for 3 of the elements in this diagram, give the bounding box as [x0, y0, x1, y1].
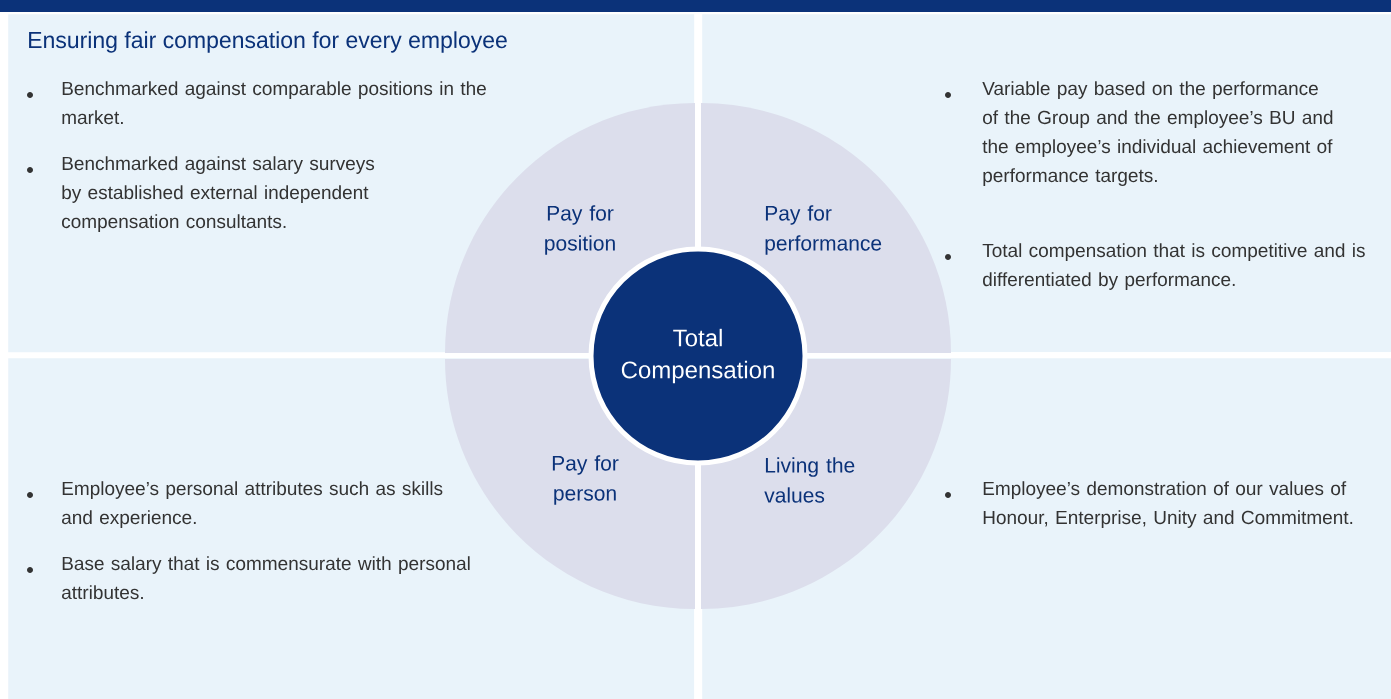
title: Ensuring fair compensation for every employee	[29, 31, 507, 53]
bullet-text: Employee’s personal attributes such as skills and experience.	[27, 481, 443, 528]
bullet-text: Benchmarked against salary surveys by established external independent compensation consultants.	[27, 156, 375, 232]
